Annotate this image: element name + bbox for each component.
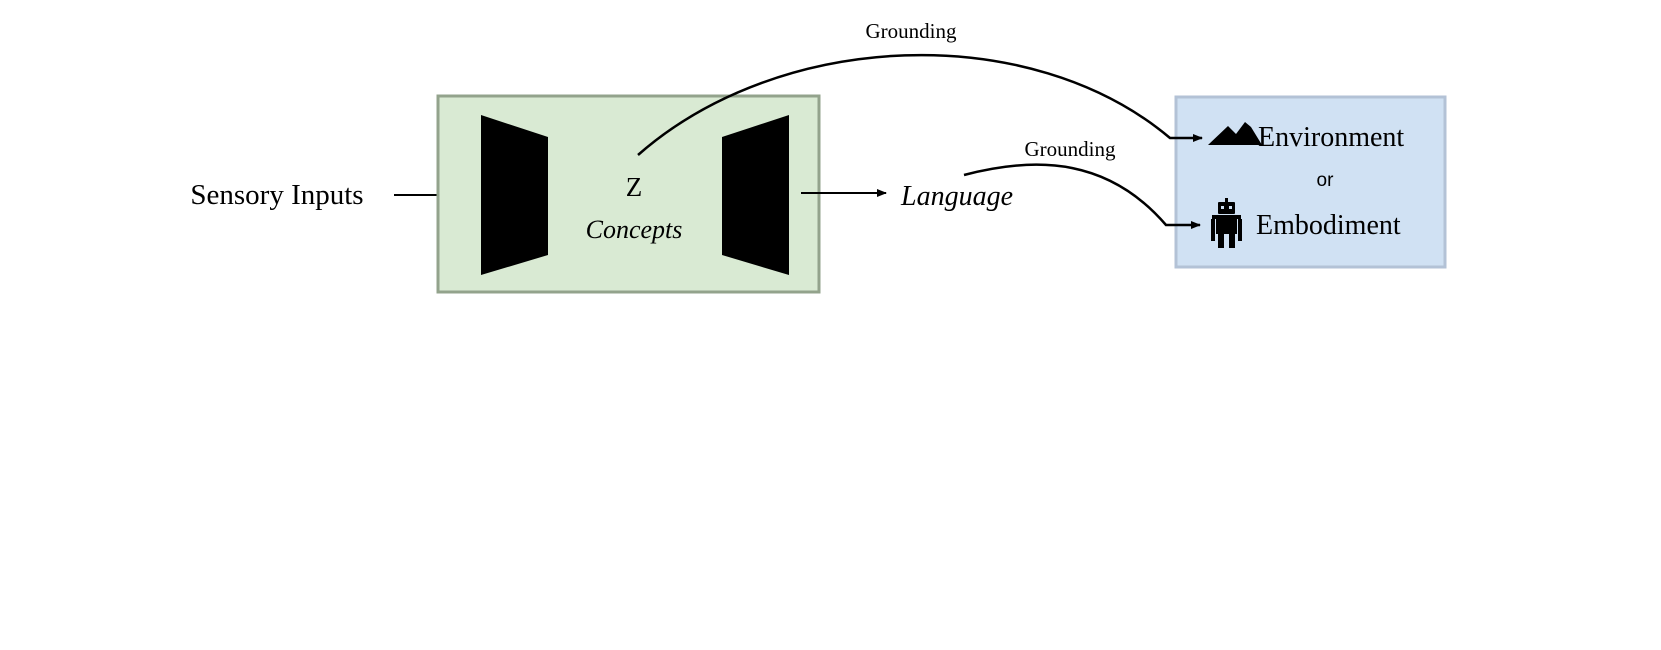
decoder-trapezoid [722,115,789,275]
latent-z-label: Z [626,172,643,202]
robot-icon [1211,198,1242,248]
encoder-trapezoid [481,115,548,275]
embodiment-label: Embodiment [1256,210,1401,241]
grounding-curve-concepts [637,53,1203,156]
or-label: or [1317,170,1335,191]
grounding-curve-language [963,163,1201,229]
environment-label: Environment [1258,122,1404,153]
grounding-label-bottom: Grounding [1025,137,1116,161]
sensory-inputs-label: Sensory Inputs [190,179,363,211]
mountain-icon [1208,122,1262,145]
concepts-label: Concepts [586,215,683,244]
language-label: Language [900,181,1013,212]
grounding-label-top: Grounding [866,19,957,43]
